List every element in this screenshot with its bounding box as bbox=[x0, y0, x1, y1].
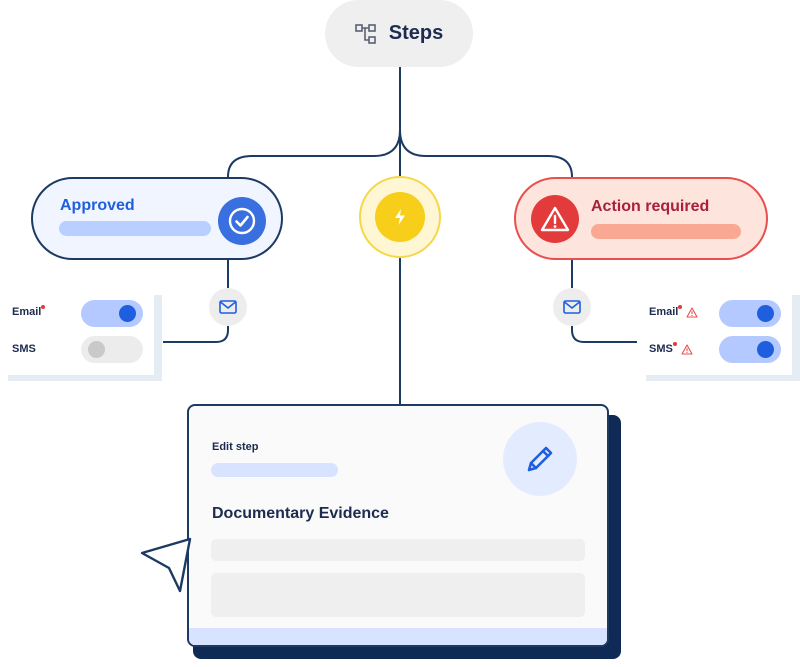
edit-step-placeholder-bar bbox=[211, 463, 338, 477]
action-required-title: Action required bbox=[591, 198, 710, 215]
edit-card-footer bbox=[189, 628, 607, 645]
mail-icon bbox=[563, 300, 581, 314]
right-mail-node[interactable] bbox=[553, 288, 591, 326]
edit-step-title: Documentary Evidence bbox=[212, 505, 389, 522]
approved-title: Approved bbox=[60, 197, 135, 214]
edit-step-label: Edit step bbox=[212, 441, 259, 453]
warning-triangle-icon bbox=[681, 343, 693, 355]
right-notification-card: Email SMS bbox=[638, 289, 792, 375]
trigger-node[interactable] bbox=[359, 176, 441, 258]
pointer-cursor-icon bbox=[140, 537, 192, 593]
warning-triangle-icon bbox=[686, 306, 698, 318]
right-email-toggle[interactable] bbox=[719, 300, 781, 327]
approved-status-pill[interactable]: Approved bbox=[31, 177, 283, 260]
action-required-status-pill[interactable]: Action required bbox=[514, 177, 768, 260]
steps-pill[interactable]: Steps bbox=[325, 0, 473, 67]
left-sms-toggle[interactable] bbox=[81, 336, 143, 363]
required-dot bbox=[678, 305, 683, 309]
right-sms-toggle[interactable] bbox=[719, 336, 781, 363]
left-mail-node[interactable] bbox=[209, 288, 247, 326]
flowchart-icon bbox=[354, 23, 376, 44]
mail-icon bbox=[219, 300, 237, 314]
required-dot bbox=[41, 305, 46, 309]
evidence-textarea-field[interactable] bbox=[211, 573, 585, 617]
lightning-icon bbox=[375, 192, 425, 242]
left-email-toggle[interactable] bbox=[81, 300, 143, 327]
evidence-input-field[interactable] bbox=[211, 539, 585, 561]
edit-step-card: Edit step Documentary Evidence bbox=[187, 404, 609, 647]
right-sms-label: SMS bbox=[649, 342, 693, 355]
approved-placeholder-bar bbox=[59, 221, 211, 236]
steps-label: Steps bbox=[388, 22, 444, 44]
left-sms-label: SMS bbox=[12, 343, 36, 355]
check-circle-icon bbox=[218, 197, 266, 245]
action-required-placeholder-bar bbox=[591, 224, 741, 239]
left-notification-card: Email SMS bbox=[0, 289, 154, 375]
pencil-icon bbox=[527, 446, 553, 472]
left-email-label: Email bbox=[12, 305, 46, 318]
warning-triangle-icon bbox=[531, 195, 579, 243]
right-email-label: Email bbox=[649, 305, 698, 318]
edit-button[interactable] bbox=[503, 422, 577, 496]
required-dot bbox=[672, 342, 677, 346]
